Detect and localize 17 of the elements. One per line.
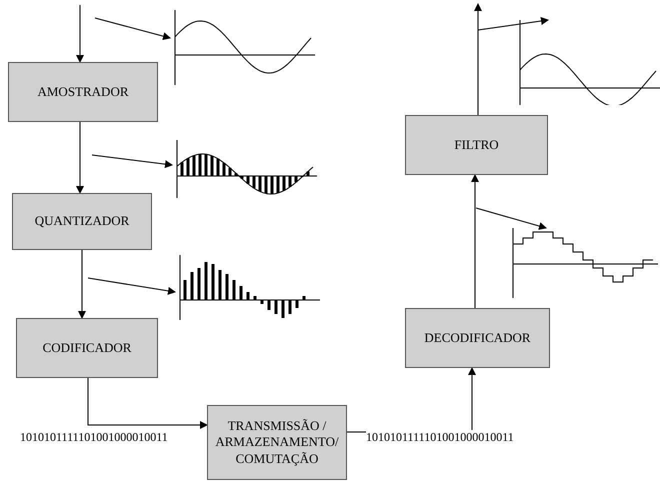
- process-box: DECODIFICADOR: [405, 308, 550, 368]
- process-box: FILTRO: [405, 115, 548, 175]
- process-box: TRANSMISSÃO / ARMAZENAMENTO/ COMUTAÇÃO: [207, 405, 347, 480]
- process-box: AMOSTRADOR: [8, 62, 158, 122]
- leader-arrow: [92, 154, 173, 168]
- arrow: [76, 4, 84, 63]
- leader-arrow: [94, 18, 171, 40]
- arrow: [76, 122, 84, 194]
- process-box: CODIFICADOR: [16, 318, 158, 378]
- process-box: QUANTIZADOR: [12, 193, 152, 250]
- arrow: [78, 250, 86, 319]
- leader-arrow: [476, 208, 547, 230]
- arrow: [88, 378, 208, 429]
- arrow: [471, 174, 479, 308]
- leader-arrow: [478, 17, 549, 30]
- leader-arrow: [88, 278, 176, 295]
- arrow: [474, 3, 482, 116]
